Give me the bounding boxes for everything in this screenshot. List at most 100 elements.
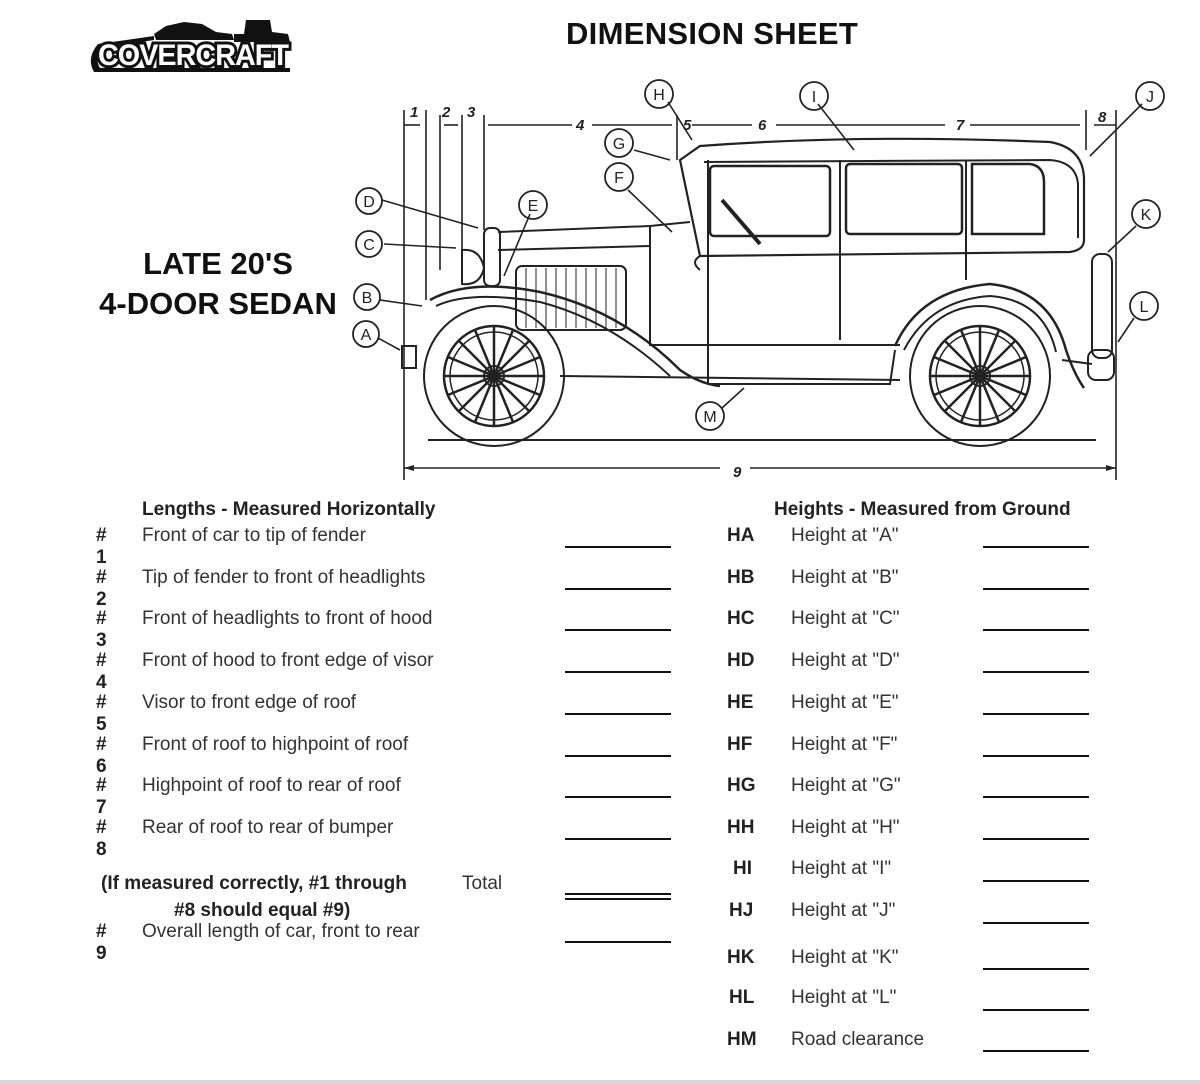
length-label: Rear of roof to rear of bumper [142,817,394,838]
car-diagram: 1 2 3 4 5 6 7 8 9 [340,70,1180,490]
length-6-blank[interactable] [565,755,671,757]
height-label: Height at "G" [791,775,901,796]
height-k-blank[interactable] [983,968,1089,970]
svg-text:K: K [1141,207,1152,224]
height-label: Height at "J" [791,900,896,921]
svg-text:7: 7 [956,117,965,134]
front-wheel [423,305,565,447]
height-j-blank[interactable] [983,922,1089,924]
height-f-blank[interactable] [983,755,1089,757]
callout-points [352,79,1165,431]
height-code: HA [727,525,755,546]
height-code: HC [727,608,755,629]
height-g-blank[interactable] [983,796,1089,798]
length-label: Tip of fender to front of headlights [142,567,426,588]
svg-text:9: 9 [733,464,742,481]
svg-text:G: G [613,136,625,153]
height-a-blank[interactable] [983,546,1089,548]
height-code: HJ [729,900,754,921]
height-code: HK [727,947,755,968]
height-i-blank[interactable] [983,880,1089,882]
svg-text:6: 6 [758,117,767,134]
length-8-blank[interactable] [565,838,671,840]
height-label: Height at "C" [791,608,900,629]
vehicle-model-line1: LATE 20'S [143,246,293,281]
height-code: HG [727,775,756,796]
car-silhouette-icon: COVERCRAFT [90,20,293,75]
rear-wheel [909,305,1051,447]
length-2-blank[interactable] [565,588,671,590]
length-label: Front of car to tip of fender [142,525,366,546]
length-label: Front of roof to highpoint of roof [142,734,409,755]
length-9-blank[interactable] [565,941,671,943]
length-7-blank[interactable] [565,796,671,798]
length-number: # 1 [96,525,107,568]
svg-text:A: A [361,327,372,344]
height-code: HL [729,987,755,1008]
vehicle-model: LATE 20'S 4-DOOR SEDAN [88,244,348,324]
height-c-blank[interactable] [983,629,1089,631]
svg-text:F: F [614,170,624,187]
svg-text:I: I [812,89,816,106]
height-m-blank[interactable] [983,1050,1089,1052]
dimension-numbers: 1 2 3 4 5 6 7 8 9 [410,104,1107,481]
height-label: Height at "L" [791,987,897,1008]
height-code: HH [727,817,755,838]
svg-text:H: H [653,87,665,104]
length-number: # 4 [96,650,107,693]
length-3-blank[interactable] [565,629,671,631]
height-label: Height at "F" [791,734,898,755]
total-note-line2: #8 should equal #9) [174,900,351,921]
height-label: Height at "B" [791,567,899,588]
length-number: # 5 [96,692,107,735]
svg-text:D: D [363,194,375,211]
svg-text:8: 8 [1098,109,1107,126]
height-label: Road clearance [791,1029,925,1050]
length-label: Highpoint of roof to rear of roof [142,775,401,796]
lengths-section-title: Lengths - Measured Horizontally [142,499,436,520]
height-code: HI [733,858,752,879]
total-label: Total [462,873,503,894]
page-bottom-edge [0,1080,1200,1084]
svg-text:5: 5 [683,117,692,134]
page-title: DIMENSION SHEET [566,16,859,51]
length-label: Front of hood to front edge of visor [142,650,434,671]
covercraft-logo: COVERCRAFT [84,14,298,76]
length-label: Visor to front edge of roof [142,692,357,713]
svg-text:L: L [1140,299,1149,316]
height-code: HB [727,567,755,588]
height-b-blank[interactable] [983,588,1089,590]
length-number: # 6 [96,734,107,777]
vehicle-model-line2: 4-DOOR SEDAN [99,286,337,321]
length-5-blank[interactable] [565,713,671,715]
svg-text:B: B [362,290,373,307]
height-h-blank[interactable] [983,838,1089,840]
svg-text:J: J [1146,89,1154,106]
height-label: Height at "I" [791,858,892,879]
svg-text:3: 3 [467,104,476,121]
svg-text:E: E [528,198,539,215]
length-number: # 8 [96,817,107,860]
length-1-blank[interactable] [565,546,671,548]
svg-text:C: C [363,237,375,254]
length-number: # 2 [96,567,107,610]
height-e-blank[interactable] [983,713,1089,715]
svg-text:M: M [703,409,716,426]
height-code: HF [727,734,753,755]
length-label: Overall length of car, front to rear [142,921,420,942]
height-l-blank[interactable] [983,1009,1089,1011]
height-label: Height at "E" [791,692,899,713]
length-number: # 7 [96,775,107,818]
length-4-blank[interactable] [565,671,671,673]
height-label: Height at "H" [791,817,900,838]
height-d-blank[interactable] [983,671,1089,673]
svg-text:4: 4 [575,117,585,134]
height-code: HD [727,650,755,671]
height-code: HE [727,692,754,713]
svg-text:COVERCRAFT: COVERCRAFT [98,39,289,72]
total-blank[interactable] [565,893,671,900]
svg-text:2: 2 [441,104,451,121]
heights-section-title: Heights - Measured from Ground [774,499,1071,520]
total-note-line1: (If measured correctly, #1 through [101,873,407,894]
length-number: # 9 [96,921,107,964]
